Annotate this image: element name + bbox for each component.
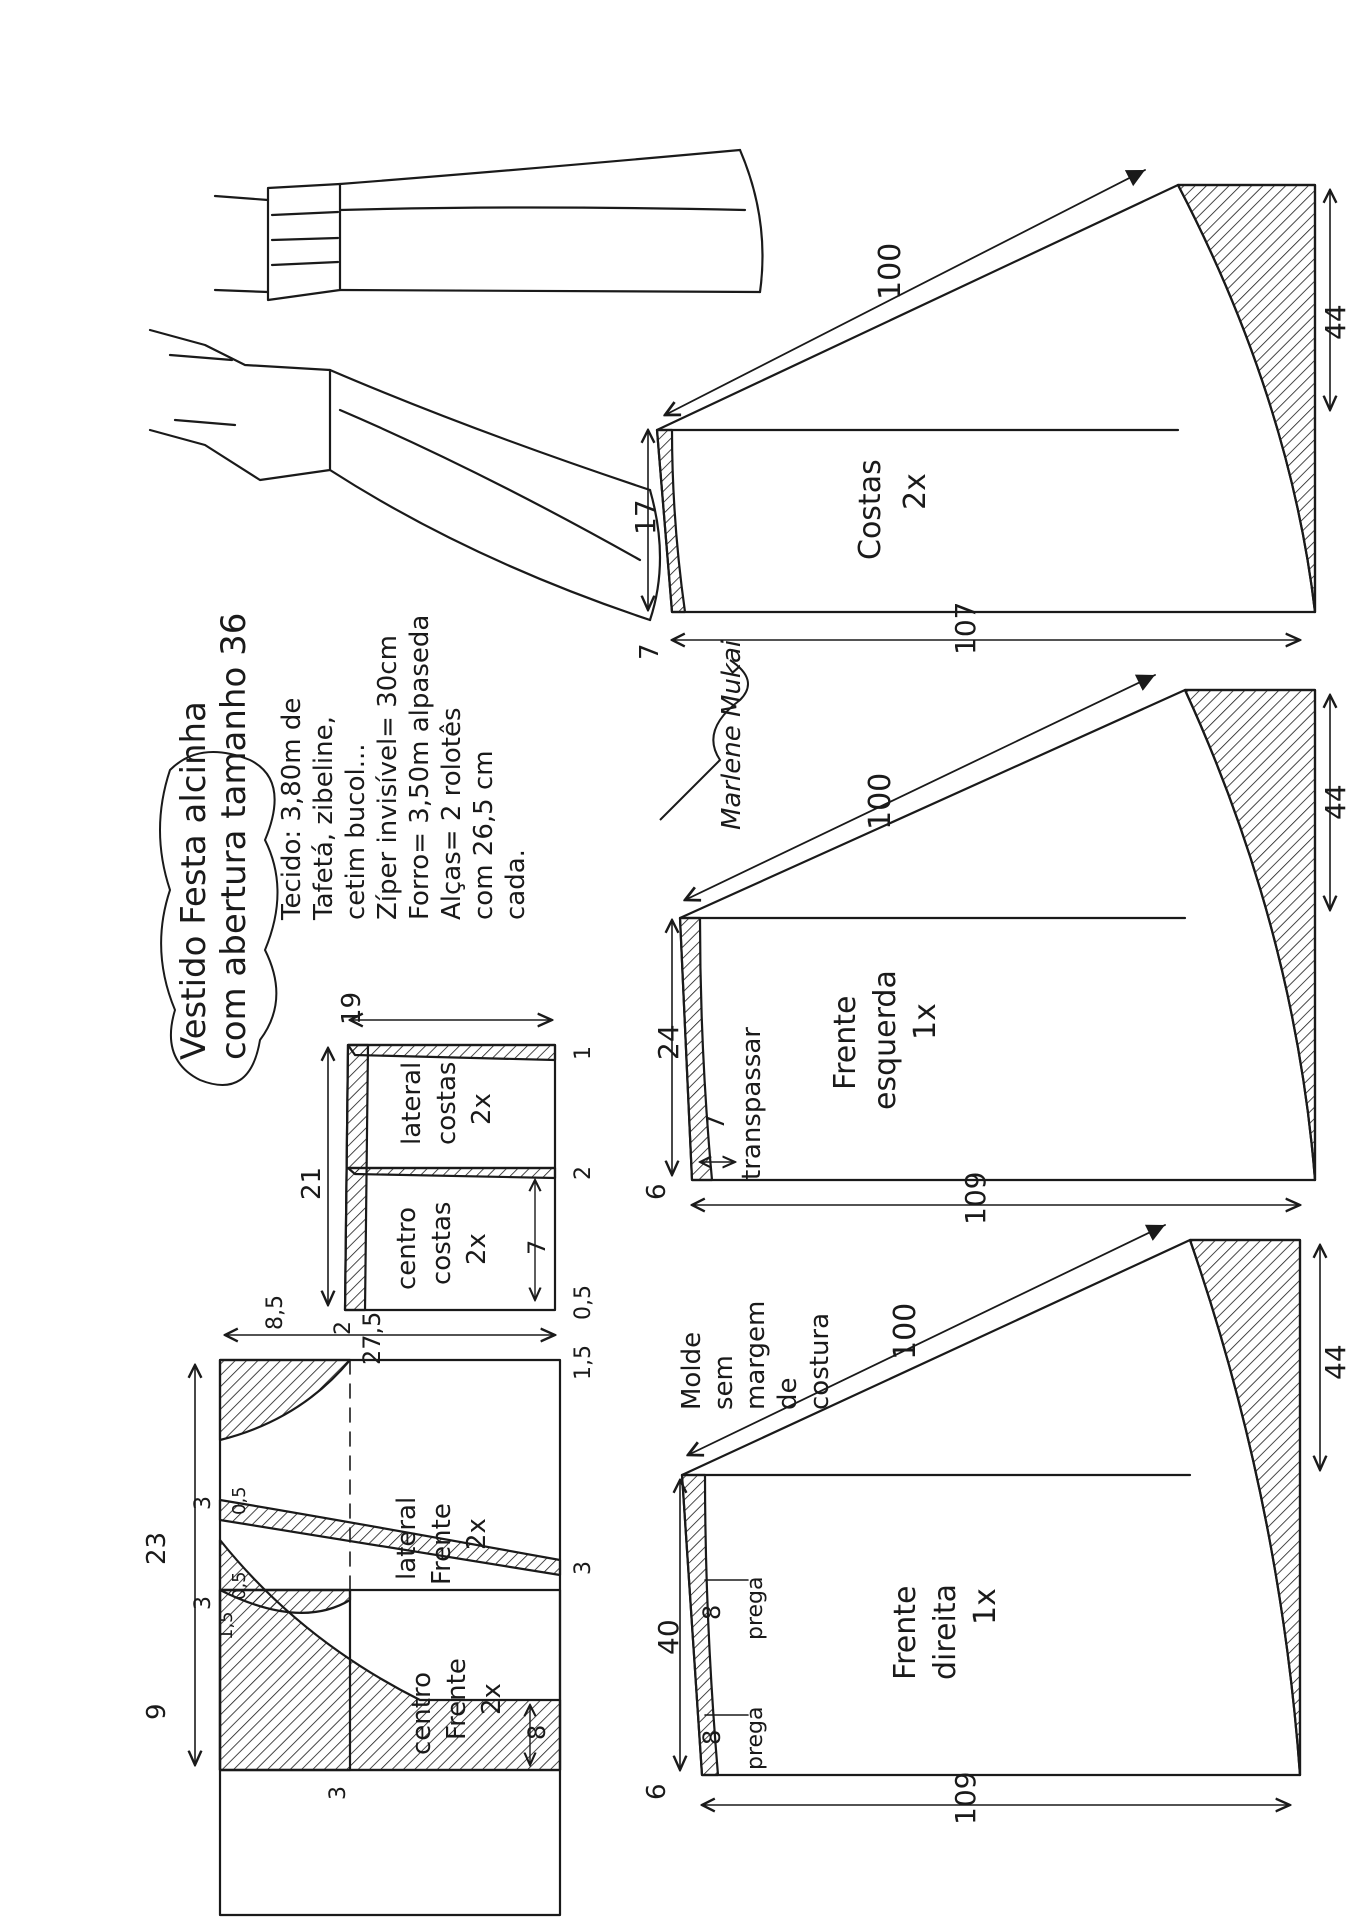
frente-direita-count: 1x: [968, 1588, 1003, 1625]
costas-count: 2x: [898, 473, 933, 510]
bodice-frente: [195, 1335, 562, 1917]
bodice-frente-left: 9: [142, 1703, 172, 1720]
frente-esquerda-name: Frente: [828, 996, 863, 1090]
frente-esquerda-diag: 100: [863, 773, 898, 830]
costas-side: 44: [1319, 304, 1352, 340]
frente-direita-name: direita: [928, 1584, 963, 1680]
centro-costas-name: costas: [427, 1202, 457, 1285]
lateral-frente-name: lateral: [392, 1497, 422, 1580]
frente-esquerda-overlap: 7: [702, 1115, 730, 1130]
frente-esquerda-count: 1x: [908, 1003, 943, 1040]
lateral-frente-name: Frente: [427, 1503, 457, 1585]
material-line: Forro= 3,50m alpaseda: [405, 615, 435, 920]
bodice-frente-d4: 3: [326, 1786, 351, 1800]
material-line: Tafetá, zibeline,: [309, 716, 339, 921]
signature: Marlene Mukai: [659, 639, 749, 830]
centro-frente-name: centro: [407, 1672, 437, 1755]
bodice-frente-d2: 0,5: [229, 1571, 250, 1600]
costas-name: Costas: [853, 459, 888, 560]
frente-esquerda-side: 44: [1319, 784, 1352, 820]
frente-direita-drop: 6: [642, 1783, 672, 1800]
bodice-costas-inner: 7: [523, 1240, 551, 1255]
costas-drop: 7: [635, 643, 665, 660]
costas-labels: Costas 2x 100 44 107 17 7: [629, 243, 1352, 660]
centro-frente-name: Frente: [442, 1658, 472, 1740]
bodice-frente-height: 23: [142, 1532, 172, 1565]
bodice-frente-labels: lateral Frente 2x centro Frente 2x 27,5 …: [142, 1295, 596, 1800]
title-line-1: Vestido Festa alcinha: [174, 701, 214, 1060]
costas-diag: 100: [873, 243, 908, 300]
bodice-frente-d1: 0,5: [229, 1486, 250, 1515]
frente-esquerda-labels: Frente esquerda 1x 100 44 109 24 6 7 tra…: [642, 773, 1352, 1225]
fold-mark-2: 8: [698, 1730, 726, 1745]
bodice-costas-m3: 0,5: [571, 1285, 596, 1320]
bodice-frente-top: 8,5: [263, 1295, 288, 1330]
note-line: de: [773, 1378, 803, 1411]
frente-direita-bottom: 109: [949, 1772, 982, 1825]
costas-panel: [648, 169, 1330, 640]
bodice-frente-m4: 3: [191, 1596, 216, 1610]
materials-list: Tecido: 3,80m de Tafetá, zibeline, cetim…: [277, 615, 531, 921]
note-line: costura: [805, 1313, 835, 1410]
material-line: cetim bucol...: [341, 743, 371, 920]
frente-esquerda-bottom: 109: [959, 1172, 992, 1225]
frente-direita-panel: [680, 1224, 1320, 1805]
bodice-costas-top: 19: [337, 992, 367, 1025]
bodice-frente-m2: 3: [571, 1561, 596, 1575]
dress-sketch: [148, 148, 764, 622]
title-block: Vestido Festa alcinha com abertura taman…: [159, 613, 279, 1086]
bodice-costas-labels: lateral costas 2x centro costas 2x 19 21…: [297, 992, 596, 1335]
signature-text: Marlene Mukai: [717, 639, 747, 830]
note-line: Molde: [677, 1332, 707, 1410]
prega-label: prega: [743, 1576, 768, 1640]
frente-direita-side: 44: [1319, 1344, 1352, 1380]
bodice-costas: [328, 1020, 557, 1312]
costas-height: 17: [629, 499, 662, 535]
lateral-frente-count: 2x: [462, 1518, 492, 1550]
material-line: cada.: [501, 849, 531, 920]
bodice-costas-m2: 2: [571, 1166, 596, 1180]
title-line-2: com abertura tamanho 36: [214, 613, 254, 1060]
bodice-frente-inner: 8: [523, 1725, 551, 1740]
frente-direita-name: Frente: [888, 1586, 923, 1680]
bodice-frente-dart-hatch: [218, 1498, 562, 1577]
material-line: Zíper invisível= 30cm: [373, 635, 403, 920]
fold-mark-1: 8: [698, 1605, 726, 1620]
bodice-frente-d3: 1,5: [216, 1611, 237, 1640]
bodice-frente-width: 27,5: [358, 1312, 386, 1365]
frente-direita-labels: Frente direita 1x 100 44 109 40 6 8 8 pr…: [642, 1303, 1352, 1825]
costas-hem-curve: [1176, 183, 1317, 614]
centro-frente-count: 2x: [477, 1683, 507, 1715]
material-line: Tecido: 3,80m de: [277, 698, 307, 921]
material-line: com 26,5 cm: [469, 750, 499, 920]
bodice-frente-centro-hatch: [218, 1538, 562, 1772]
centro-costas-name: centro: [392, 1207, 422, 1290]
transpassar-label: transpassar: [737, 1027, 767, 1180]
prega-label: prega: [743, 1706, 768, 1770]
frente-esquerda-drop: 6: [642, 1183, 672, 1200]
frente-esquerda-panel: [672, 674, 1330, 1205]
lateral-costas-count: 2x: [467, 1093, 497, 1125]
material-line: Alças= 2 rolotês: [437, 707, 467, 920]
lateral-costas-name: lateral: [397, 1062, 427, 1145]
costas-side-hatch: [655, 428, 687, 614]
bodice-frente-top-hatch: [218, 1358, 352, 1442]
bodice-frente-m1: 1,5: [571, 1345, 596, 1380]
bodice-costas-width: 21: [297, 1167, 327, 1200]
frente-esquerda-name: esquerda: [868, 970, 903, 1110]
costas-hem-hatch: [1176, 183, 1317, 614]
note-line: sem: [709, 1355, 739, 1410]
centro-costas-count: 2x: [462, 1233, 492, 1265]
seam-allowance-note: Molde sem margem de costura: [677, 1301, 835, 1410]
frente-esquerda-height: 24: [652, 1024, 685, 1060]
lateral-costas-name: costas: [432, 1062, 462, 1145]
bodice-frente-m3: 3: [191, 1496, 216, 1510]
bodice-costas-m4: 2: [331, 1321, 356, 1335]
frente-direita-diag: 100: [888, 1303, 923, 1360]
costas-bottom: 107: [949, 602, 982, 655]
bodice-costas-m1: 1: [571, 1046, 596, 1060]
frente-direita-height: 40: [652, 1619, 685, 1655]
note-line: margem: [741, 1301, 771, 1410]
